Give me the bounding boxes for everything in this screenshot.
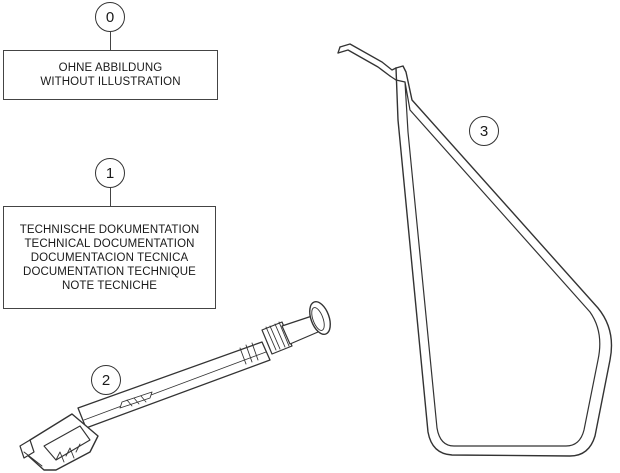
box1-line-1: TECHNISCHE DOKUMENTATION: [19, 223, 200, 236]
callout-1: 1: [95, 158, 125, 188]
box-without-illustration: OHNE ABBILDUNG WITHOUT ILLUSTRATION: [3, 50, 218, 100]
leader-line-0: [110, 32, 111, 50]
bike-stand-icon: [337, 43, 613, 457]
box1-line-5: NOTE TECNICHE: [61, 279, 157, 292]
callout-2-label: 2: [101, 371, 111, 389]
box-technical-documentation: TECHNISCHE DOKUMENTATION TECHNICAL DOCUM…: [3, 206, 216, 309]
air-pump-icon: [19, 301, 331, 471]
box1-line-3: DOCUMENTACION TECNICA: [30, 251, 189, 264]
box0-line-2: WITHOUT ILLUSTRATION: [40, 76, 181, 88]
callout-0: 0: [95, 2, 125, 32]
callout-1-label: 1: [105, 164, 115, 182]
callout-3: 3: [469, 116, 499, 146]
callout-2: 2: [91, 365, 121, 395]
box1-line-4: DOCUMENTATION TECHNIQUE: [23, 265, 196, 278]
leader-line-1: [110, 188, 111, 206]
box1-line-2: TECHNICAL DOCUMENTATION: [24, 237, 195, 250]
callout-3-label: 3: [479, 122, 489, 140]
box0-line-1: OHNE ABBILDUNG: [58, 62, 163, 74]
callout-0-label: 0: [105, 8, 115, 26]
